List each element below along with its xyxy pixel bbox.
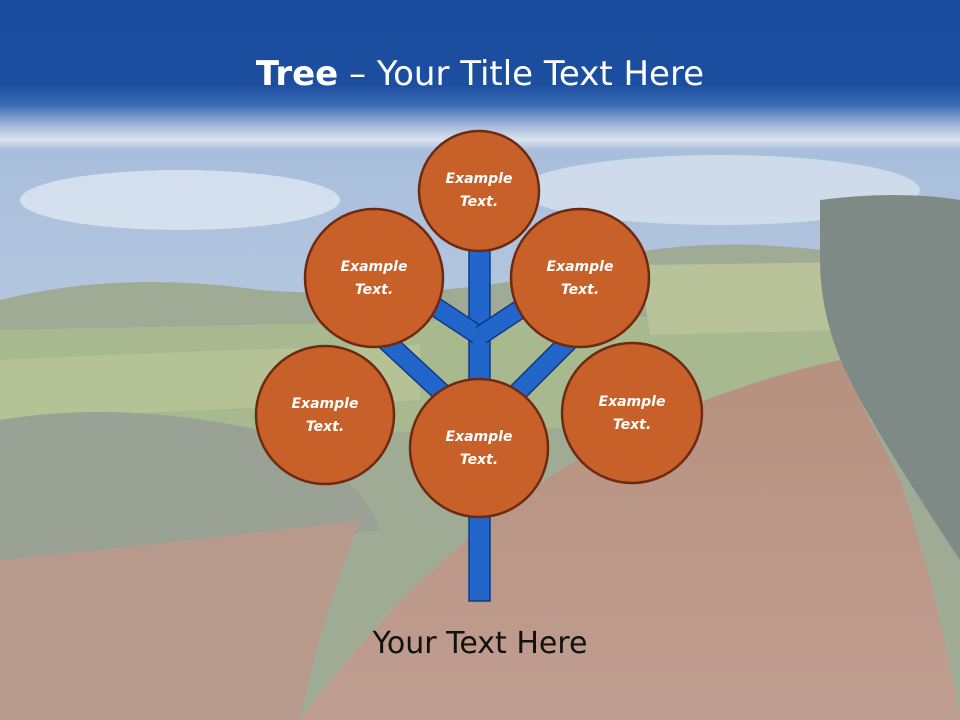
node-lower-right-line2: Text. bbox=[612, 417, 652, 433]
node-center-label: Example Text. bbox=[419, 426, 539, 472]
node-lower-right bbox=[560, 341, 704, 485]
title-bar bbox=[0, 0, 960, 150]
node-lower-left-label: Example Text. bbox=[265, 393, 385, 439]
caption-text: Your Text Here bbox=[372, 626, 588, 661]
node-upper-right-label: Example Text. bbox=[520, 256, 640, 302]
node-upper-left-line2: Text. bbox=[354, 282, 394, 298]
node-upper-right-line2: Text. bbox=[560, 282, 600, 298]
node-upper-left-line1: Example bbox=[340, 259, 408, 275]
node-center-line2: Text. bbox=[459, 452, 499, 468]
node-upper-left-label: Example Text. bbox=[314, 256, 434, 302]
node-lower-right-line1: Example bbox=[598, 394, 666, 410]
node-lower-left bbox=[254, 344, 396, 486]
node-lower-left-line2: Text. bbox=[305, 419, 345, 435]
node-top bbox=[417, 129, 541, 253]
title-bold: Tree bbox=[255, 54, 339, 94]
node-top-line2: Text. bbox=[459, 194, 499, 210]
node-upper-right bbox=[509, 207, 651, 349]
node-center bbox=[408, 377, 550, 519]
node-lower-right-label: Example Text. bbox=[572, 391, 692, 437]
slide-title: Tree – Your Title Text Here bbox=[0, 52, 960, 96]
node-upper-left bbox=[303, 207, 445, 349]
node-top-line1: Example bbox=[445, 171, 513, 187]
node-lower-left-line1: Example bbox=[291, 396, 359, 412]
title-rest: – Your Title Text Here bbox=[338, 54, 705, 94]
node-upper-right-line1: Example bbox=[546, 259, 614, 275]
node-top-label: Example Text. bbox=[419, 168, 539, 214]
node-center-line1: Example bbox=[445, 429, 513, 445]
